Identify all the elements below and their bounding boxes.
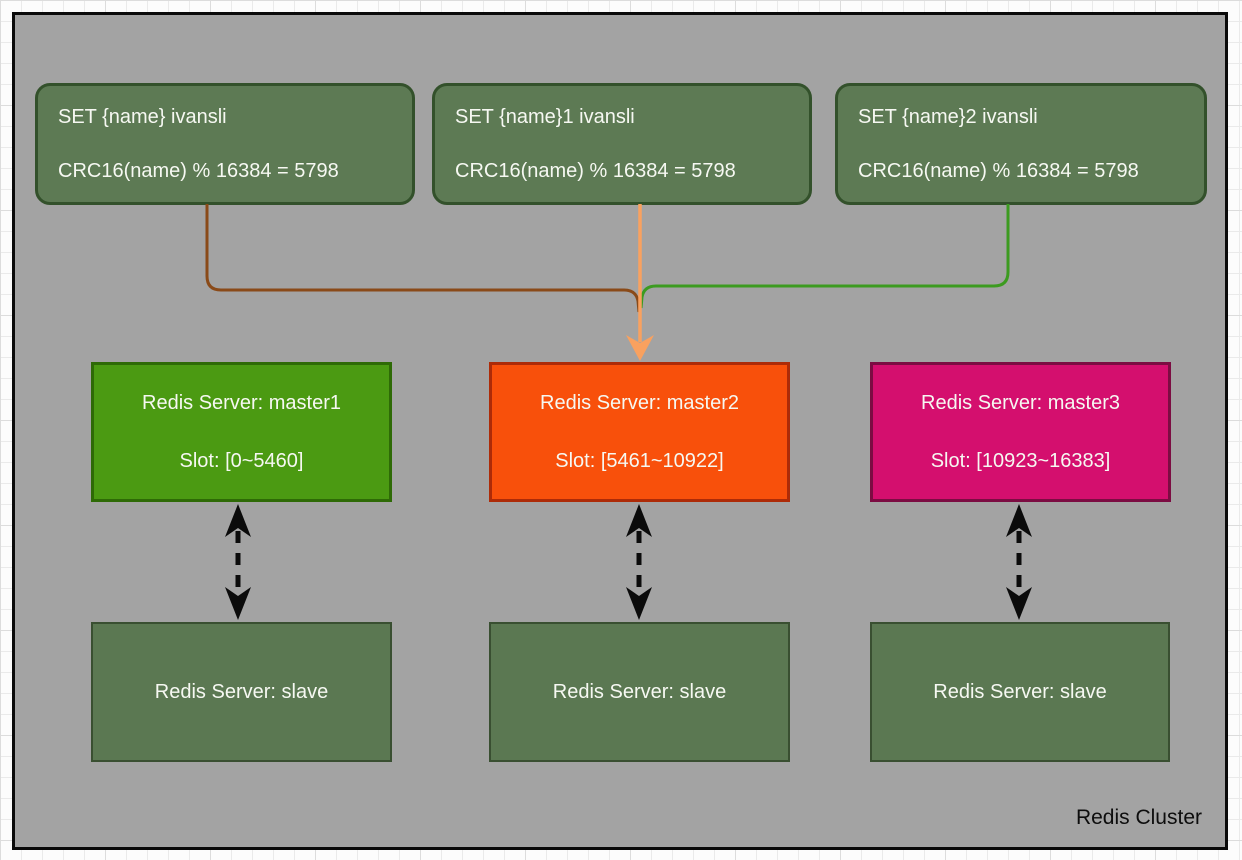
master1-box: Redis Server: master1 Slot: [0~5460] — [91, 362, 392, 502]
slave1-box: Redis Server: slave — [91, 622, 392, 762]
master2-box: Redis Server: master2 Slot: [5461~10922] — [489, 362, 790, 502]
slave3-box: Redis Server: slave — [870, 622, 1170, 762]
command-box-2: SET {name}1 ivansli CRC16(name) % 16384 … — [432, 83, 812, 205]
master3-name: Redis Server: master3 — [921, 391, 1120, 414]
command-box-3-command: SET {name}2 ivansli — [858, 105, 1038, 128]
master1-name: Redis Server: master1 — [142, 391, 341, 414]
master3-box: Redis Server: master3 Slot: [10923~16383… — [870, 362, 1171, 502]
master3-slot: Slot: [10923~16383] — [930, 449, 1111, 472]
command-box-1-command: SET {name} ivansli — [58, 105, 227, 128]
command-box-2-command: SET {name}1 ivansli — [455, 105, 635, 128]
slave3-label: Redis Server: slave — [933, 680, 1107, 703]
slave2-label: Redis Server: slave — [552, 680, 727, 703]
command-box-1-hash: CRC16(name) % 16384 = 5798 — [58, 159, 339, 182]
slave2-box: Redis Server: slave — [489, 622, 790, 762]
diagram-title: Redis Cluster — [1075, 806, 1202, 829]
command-box-3-hash: CRC16(name) % 16384 = 5798 — [858, 159, 1139, 182]
command-box-2-hash: CRC16(name) % 16384 = 5798 — [455, 159, 736, 182]
master2-slot: Slot: [5461~10922] — [555, 449, 724, 472]
slave1-label: Redis Server: slave — [154, 680, 329, 703]
master1-slot: Slot: [0~5460] — [179, 449, 304, 472]
master2-name: Redis Server: master2 — [540, 391, 739, 414]
command-box-3: SET {name}2 ivansli CRC16(name) % 16384 … — [835, 83, 1207, 205]
command-box-1: SET {name} ivansli CRC16(name) % 16384 =… — [35, 83, 415, 205]
